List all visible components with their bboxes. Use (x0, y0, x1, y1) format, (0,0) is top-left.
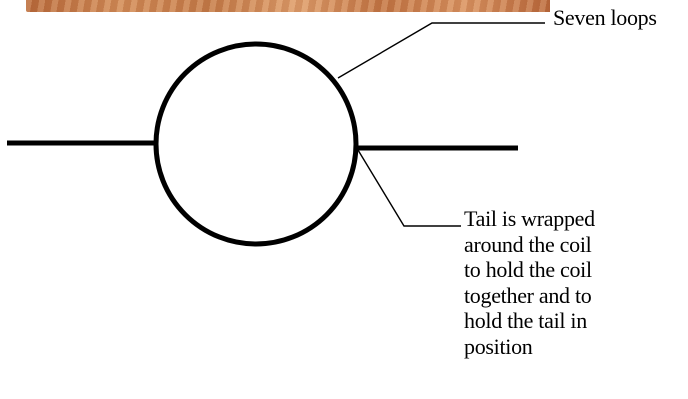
tail-leader-line (358, 150, 461, 226)
coil-label: Seven loops (553, 5, 657, 31)
tail-label-line: Tail is wrapped (464, 206, 595, 232)
tail-label-line: hold the tail in (464, 308, 595, 334)
tail-label: Tail is wrapped around the coil to hold … (464, 206, 595, 359)
coil-circle (156, 44, 356, 244)
tail-label-line: to hold the coil (464, 257, 595, 283)
tail-label-line: together and to (464, 283, 595, 309)
coil-leader-line (338, 23, 545, 78)
tail-label-line: around the coil (464, 232, 595, 258)
tail-label-line: position (464, 334, 595, 360)
